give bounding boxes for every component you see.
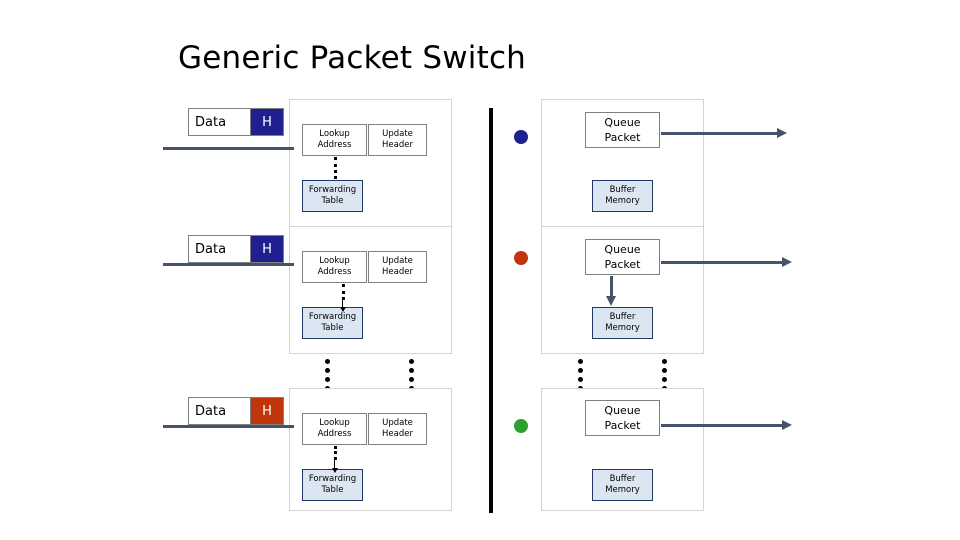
lookup-address-line2: Address	[317, 267, 352, 277]
lookup-forwarding-connector-row-1	[334, 157, 337, 179]
packet-data-field: Data	[189, 398, 251, 424]
egress-link-row-3	[661, 420, 792, 430]
forwarding-table-line1: Forwarding	[308, 185, 357, 195]
update-header-row-2: Update Header	[368, 251, 427, 283]
ingress-link-row-2	[163, 263, 294, 266]
buffer-memory-row-1: Buffer Memory	[592, 180, 653, 212]
forwarding-feed-arrow-row-2	[339, 298, 346, 312]
buffer-memory-line2: Memory	[605, 323, 640, 333]
queue-packet-line1: Queue	[604, 404, 641, 417]
update-header-line2: Header	[382, 429, 413, 439]
queue-packet-line2: Packet	[604, 131, 641, 144]
forwarding-table-row-1: Forwarding Table	[302, 180, 363, 212]
packet-row-3: Data H	[188, 397, 284, 425]
packet-header-field: H	[251, 236, 283, 262]
forwarding-table-line2: Table	[321, 485, 344, 495]
lookup-address-row-1: Lookup Address	[302, 124, 367, 156]
buffer-memory-line1: Buffer	[609, 185, 636, 195]
update-header-line1: Update	[382, 418, 413, 428]
buffer-memory-line1: Buffer	[609, 312, 636, 322]
update-header-line2: Header	[382, 140, 413, 150]
update-header-row-1: Update Header	[368, 124, 427, 156]
queue-packet-row-1: Queue Packet	[585, 112, 660, 148]
forwarding-feed-arrow-row-3	[331, 459, 338, 473]
ingress-link-row-1	[163, 147, 294, 150]
row-continuation-dots-mid	[409, 359, 414, 391]
update-header-row-3: Update Header	[368, 413, 427, 445]
row-continuation-dots-left	[325, 359, 330, 391]
forwarding-table-line1: Forwarding	[308, 474, 357, 484]
packet-data-field: Data	[189, 236, 251, 262]
queue-packet-line1: Queue	[604, 243, 641, 256]
egress-link-row-1	[661, 128, 787, 138]
ingress-link-row-3	[163, 425, 294, 428]
update-header-line2: Header	[382, 267, 413, 277]
packet-header-field: H	[251, 109, 283, 135]
lookup-address-row-3: Lookup Address	[302, 413, 367, 445]
packet-header-field: H	[251, 398, 283, 424]
buffer-memory-line1: Buffer	[609, 474, 636, 484]
buffer-memory-row-2: Buffer Memory	[592, 307, 653, 339]
queue-packet-line2: Packet	[604, 258, 641, 271]
buffer-memory-line2: Memory	[605, 196, 640, 206]
queue-packet-row-2: Queue Packet	[585, 239, 660, 275]
forwarding-table-line1: Forwarding	[308, 312, 357, 322]
queue-buffer-arrow-row-2	[606, 276, 616, 306]
buffer-memory-row-3: Buffer Memory	[592, 469, 653, 501]
lookup-forwarding-connector-row-2	[342, 284, 345, 300]
status-dot-row-1	[514, 130, 528, 144]
status-dot-row-2	[514, 251, 528, 265]
ingress-panel-row-3	[289, 388, 452, 511]
status-dot-row-3	[514, 419, 528, 433]
lookup-forwarding-connector-row-3	[334, 446, 337, 460]
page-title: Generic Packet Switch	[178, 40, 527, 76]
row-continuation-dots-right-a	[578, 359, 583, 391]
forwarding-table-line2: Table	[321, 323, 344, 333]
packet-data-field: Data	[189, 109, 251, 135]
queue-packet-line2: Packet	[604, 419, 641, 432]
forwarding-table-row-3: Forwarding Table	[302, 469, 363, 501]
forwarding-table-row-2: Forwarding Table	[302, 307, 363, 339]
queue-packet-row-3: Queue Packet	[585, 400, 660, 436]
buffer-memory-line2: Memory	[605, 485, 640, 495]
row-continuation-dots-right-b	[662, 359, 667, 391]
forwarding-table-line2: Table	[321, 196, 344, 206]
lookup-address-line2: Address	[317, 140, 352, 150]
lookup-address-line1: Lookup	[319, 129, 350, 139]
lookup-address-line1: Lookup	[319, 418, 350, 428]
packet-row-2: Data H	[188, 235, 284, 263]
lookup-address-row-2: Lookup Address	[302, 251, 367, 283]
update-header-line1: Update	[382, 256, 413, 266]
lookup-address-line2: Address	[317, 429, 352, 439]
packet-row-1: Data H	[188, 108, 284, 136]
update-header-line1: Update	[382, 129, 413, 139]
lookup-address-line1: Lookup	[319, 256, 350, 266]
egress-link-row-2	[661, 257, 792, 267]
queue-packet-line1: Queue	[604, 116, 641, 129]
switch-fabric-divider	[489, 108, 493, 513]
